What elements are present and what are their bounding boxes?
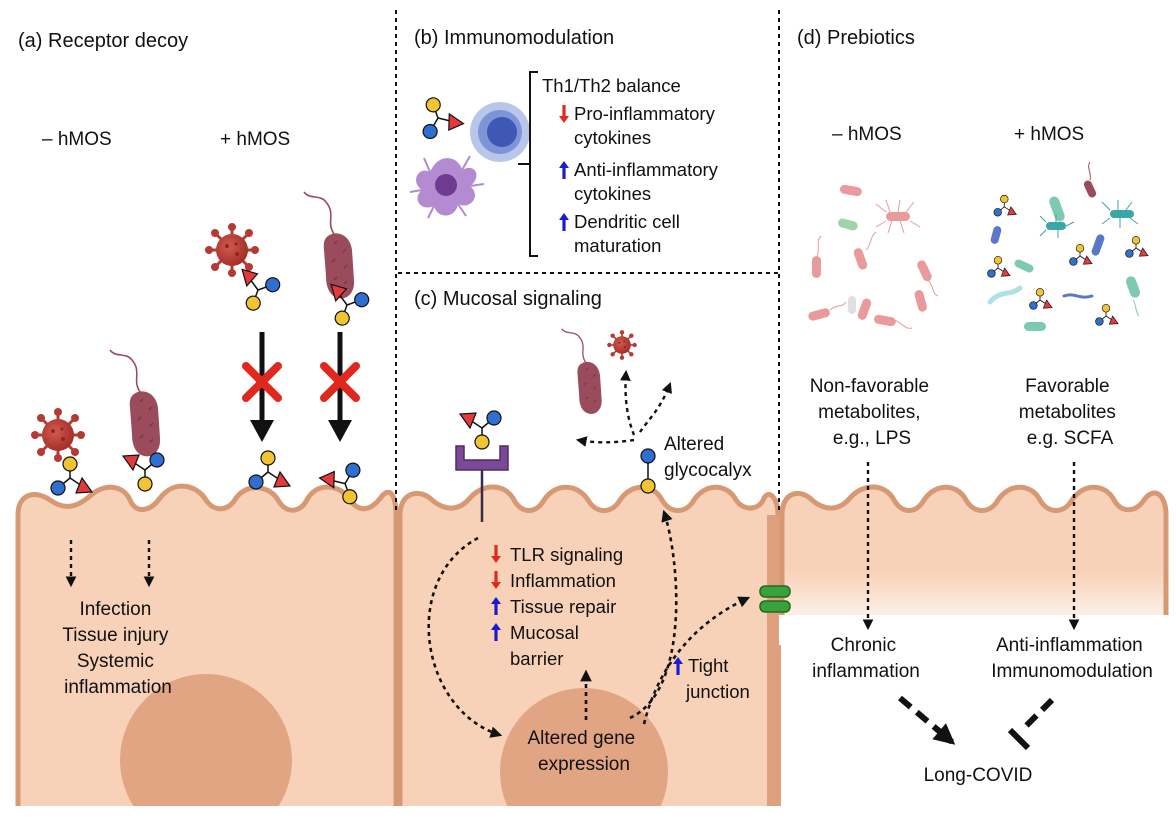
glycan-icon bbox=[1095, 304, 1119, 326]
panel-dividers bbox=[395, 10, 780, 510]
glycan-icon bbox=[1125, 236, 1149, 258]
bacterium-icon bbox=[109, 349, 161, 458]
panel-a-title: (a) Receptor decoy bbox=[18, 30, 188, 52]
glycan-icon bbox=[122, 452, 165, 492]
glycan-icon bbox=[1069, 244, 1093, 266]
promote-arrow bbox=[898, 695, 956, 745]
dispersal-arrow bbox=[639, 381, 672, 433]
panel-a-outcome: Infection Tissue injury Systemic inflamm… bbox=[62, 599, 173, 698]
panel-d-title: (d) Prebiotics bbox=[797, 27, 915, 49]
panel-d-plus-label: + hMOS bbox=[1014, 124, 1084, 145]
panel-c-effects: TLR signaling Inflammation Tissue repair… bbox=[510, 544, 628, 669]
panel-a-minus-label: – hMOS bbox=[42, 129, 112, 150]
dendritic-cell-icon bbox=[409, 155, 485, 219]
panel-c-title: (c) Mucosal signaling bbox=[414, 288, 602, 310]
down-arrow-icon bbox=[559, 105, 569, 123]
left-outcome: Chronic inflammation bbox=[812, 635, 920, 682]
nucleus-a bbox=[120, 674, 292, 823]
right-outcome: Anti-inflammation Immunomodulation bbox=[991, 635, 1153, 682]
virus-icon bbox=[29, 406, 87, 464]
up-arrow-icon bbox=[559, 213, 569, 231]
up-arrow-icon bbox=[559, 161, 569, 179]
inhibit-arrow bbox=[1007, 697, 1055, 751]
panel-b-item: Dendritic cell maturation bbox=[574, 211, 685, 256]
bacterium-icon bbox=[303, 191, 355, 300]
virus-icon bbox=[606, 329, 638, 361]
glycan-icon bbox=[459, 410, 502, 450]
epithelial-cell-a bbox=[15, 483, 399, 823]
tight-junction-icon bbox=[759, 585, 791, 613]
panel-a-plus-label: + hMOS bbox=[220, 129, 290, 150]
panel-c: (c) Mucosal signaling Altered glycocalyx bbox=[414, 288, 791, 775]
bacterium-icon bbox=[560, 328, 603, 415]
receptor-signal-arrow bbox=[427, 536, 503, 738]
panel-d-minus-label: – hMOS bbox=[832, 124, 902, 145]
panel-b-title: (b) Immunomodulation bbox=[414, 27, 614, 49]
panel-b-item: Anti-inflammatory cytokines bbox=[574, 159, 723, 204]
glycocalyx-label: Altered glycocalyx bbox=[664, 434, 752, 481]
tight-junction-arrow bbox=[642, 596, 751, 725]
epithelial-cell-d bbox=[779, 484, 1169, 643]
hmos-glycan-icon bbox=[318, 280, 372, 332]
left-metabolites: Non-favorable metabolites, e.g., LPS bbox=[810, 376, 935, 449]
glycan-icon bbox=[987, 256, 1011, 278]
blocked-arrow bbox=[246, 332, 278, 442]
tight-junction-label: Tight junction bbox=[685, 655, 750, 702]
blocked-arrow bbox=[324, 332, 356, 442]
nucleus-c bbox=[500, 688, 668, 823]
gene-expression-label: Altered gene expression bbox=[527, 728, 640, 775]
panel-a: (a) Receptor decoy – hMOS + hMOS bbox=[18, 30, 372, 698]
healthy-microbiota-icon bbox=[987, 161, 1149, 331]
dispersal-arrow bbox=[619, 369, 636, 436]
dispersal-arrow bbox=[575, 436, 635, 447]
altered-glycan-icon bbox=[640, 448, 656, 494]
lymphocyte-icon bbox=[470, 102, 530, 162]
glycan-icon bbox=[412, 89, 466, 142]
panel-b: (b) Immunomodulation Th1/Th2 balance Pro… bbox=[409, 27, 723, 257]
glycan-icon bbox=[1029, 288, 1053, 310]
cell-border bbox=[767, 515, 781, 823]
free-glycan-icon bbox=[248, 450, 291, 490]
hmos-glycan-icon bbox=[229, 265, 283, 317]
glycan-icon bbox=[50, 456, 93, 496]
right-metabolites: Favorable metabolites e.g. SCFA bbox=[1019, 376, 1121, 449]
panel-b-item: Pro-inflammatory cytokines bbox=[574, 103, 720, 148]
receptor-icon bbox=[455, 445, 509, 522]
virus-icon bbox=[203, 221, 261, 279]
bracket bbox=[529, 71, 538, 257]
dysbiotic-microbiota-icon bbox=[808, 184, 939, 329]
glycan-icon bbox=[993, 194, 1017, 217]
th-balance-label: Th1/Th2 balance bbox=[542, 75, 681, 96]
glycocalyx-arrow bbox=[629, 509, 678, 720]
panel-d: (d) Prebiotics – hMOS + hMOS bbox=[797, 27, 1153, 786]
long-covid-label: Long-COVID bbox=[924, 765, 1033, 786]
